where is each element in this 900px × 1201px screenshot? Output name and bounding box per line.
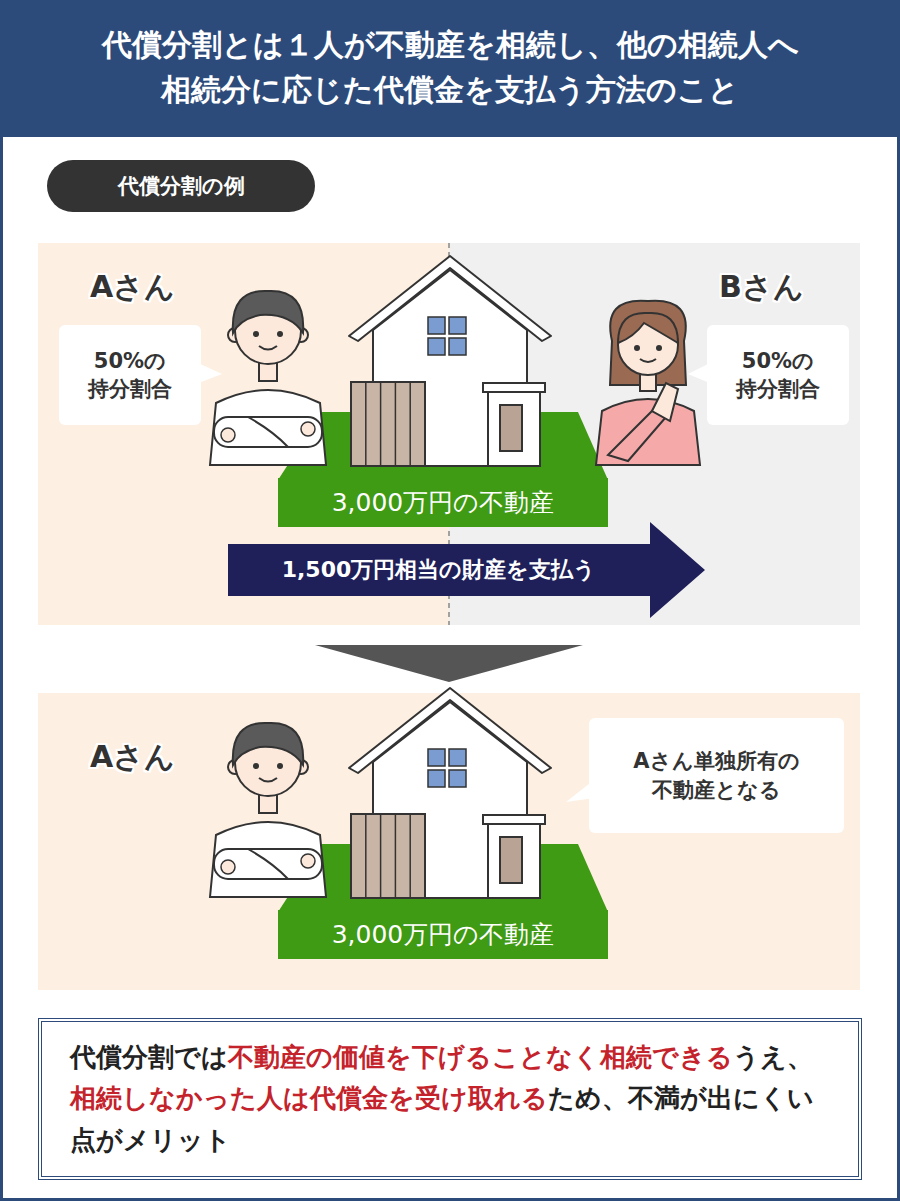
fence-plank — [409, 814, 411, 898]
porch-roof — [483, 383, 545, 392]
porch-roof — [483, 815, 545, 824]
hair — [233, 723, 303, 765]
fringe — [618, 313, 678, 343]
arm-fold — [248, 417, 288, 447]
speech-bubble: 50%の 持分割合 — [707, 325, 849, 425]
smile — [640, 359, 656, 362]
property-value: 3,000万円の不動産 — [332, 918, 555, 951]
eye — [277, 331, 283, 337]
note-paragraph: 代償分割では不動産の価値を下げることなく相続できるうえ、相続しなかった人は代償金… — [70, 1037, 830, 1162]
eye — [277, 763, 283, 769]
property-label: 3,000万円の不動産 — [278, 910, 608, 959]
eye — [656, 345, 662, 351]
fence-plank — [380, 382, 382, 466]
fence-plank — [365, 382, 367, 466]
blouse — [596, 399, 700, 465]
person-name: Aさん — [90, 267, 175, 308]
arrow-body — [228, 522, 705, 618]
bubble-text: 50%の 持分割合 — [717, 347, 839, 404]
header-band — [0, 0, 900, 137]
window — [428, 317, 445, 334]
section-title: 代償分割の例 — [118, 172, 245, 200]
fence — [351, 382, 425, 466]
person-name: Aさん — [90, 737, 175, 778]
note-text: うえ、 — [733, 1042, 813, 1072]
payment-arrow: 1,500万円相当の財産を支払う — [228, 522, 705, 618]
window — [449, 317, 466, 334]
fence — [351, 814, 425, 898]
fence-plank — [365, 814, 367, 898]
hair-back — [610, 301, 686, 385]
bubble-text: 50%の 持分割合 — [69, 347, 191, 404]
fence-plank — [409, 382, 411, 466]
man-figure — [210, 291, 326, 465]
window — [428, 338, 445, 355]
smile — [259, 778, 277, 782]
bubble-text: Aさん単独所有の 不動産となる — [599, 747, 834, 804]
door — [500, 405, 522, 451]
person-name: Bさん — [719, 267, 804, 308]
door — [500, 837, 522, 883]
window — [428, 770, 445, 787]
crossed-arms — [214, 417, 322, 447]
eye — [253, 763, 259, 769]
fence-plank — [395, 814, 397, 898]
fence-plank — [380, 814, 382, 898]
speech-bubble: 50%の 持分割合 — [59, 325, 201, 425]
porch — [488, 822, 540, 898]
hair — [233, 291, 303, 333]
speech-bubble: Aさん単独所有の 不動産となる — [589, 718, 844, 833]
window — [449, 770, 466, 787]
highlight-text: 不動産の価値を下げることなく相続できる — [228, 1042, 733, 1072]
section-pill: 代償分割の例 — [47, 160, 315, 212]
porch — [488, 390, 540, 466]
eye — [253, 331, 259, 337]
fence-plank — [395, 382, 397, 466]
hand — [221, 860, 235, 874]
man-figure — [210, 723, 326, 897]
property-value: 3,000万円の不動産 — [332, 486, 555, 519]
hand — [301, 854, 315, 868]
highlight-text: 相続しなかった人は代償金を受け取れる — [70, 1083, 548, 1113]
woman-figure — [596, 301, 700, 465]
eye — [634, 345, 640, 351]
crossed-arms — [214, 849, 322, 879]
house — [278, 256, 608, 480]
house — [278, 688, 608, 912]
window — [428, 749, 445, 766]
note-text: 代償分割では — [70, 1042, 228, 1072]
arrow-text: 1,500万円相当の財産を支払う — [228, 544, 650, 596]
window — [449, 749, 466, 766]
smile — [259, 346, 277, 350]
hand — [221, 428, 235, 442]
window — [449, 338, 466, 355]
title: 代償分割とは１人が不動産を相続し、他の相続人へ相続分に応じた代償金を支払う方法の… — [95, 22, 805, 112]
panel-ground — [38, 693, 860, 990]
panel: Aさん Aさん単独所有の 不動産となる 3,000万円の不動産 — [38, 693, 860, 990]
property-label: 3,000万円の不動産 — [278, 478, 608, 527]
down-arrow — [315, 645, 583, 682]
house-roof — [349, 256, 551, 341]
shirt — [210, 822, 326, 897]
hand — [301, 422, 315, 436]
house-roof — [349, 688, 551, 773]
clasped-hands — [652, 383, 678, 421]
shirt — [210, 390, 326, 465]
arm-fold — [248, 849, 288, 879]
note-box: 代償分割では不動産の価値を下げることなく相続できるうえ、相続しなかった人は代償金… — [38, 1018, 862, 1180]
arm — [608, 407, 666, 461]
